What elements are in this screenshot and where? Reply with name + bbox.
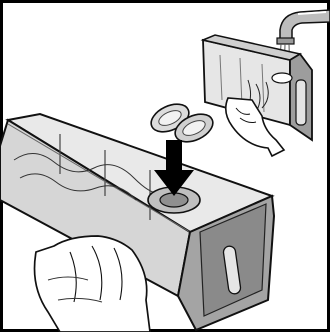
- hand-holding-tank: [35, 236, 151, 332]
